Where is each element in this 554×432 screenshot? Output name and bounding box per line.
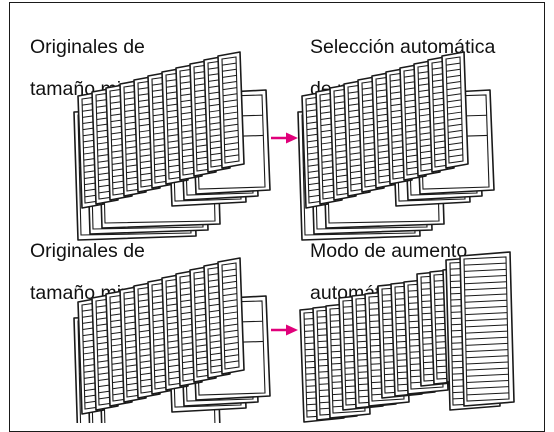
document-stack-mixed-top-right [297, 51, 495, 241]
arrow-right-icon [271, 324, 298, 336]
document-stack-mixed-top-left [73, 51, 271, 241]
caption-originals-bottom-line1: Originales de [30, 240, 145, 262]
caption-auto-paper-line1: Selección automática [310, 36, 496, 58]
diagram-drawing [73, 51, 515, 423]
caption-originals-top-line1: Originales de [30, 36, 145, 58]
document-sheet [217, 51, 245, 169]
document-stack-uniform-bottom-right [299, 251, 515, 423]
document-sheet [217, 257, 245, 375]
caption-auto-enlarge-line1: Modo de aumento [310, 240, 468, 262]
document-sheet [441, 51, 469, 169]
document-sheet [459, 251, 515, 407]
document-stack-mixed-bottom-left [73, 257, 271, 423]
arrow-right-icon [271, 132, 298, 144]
